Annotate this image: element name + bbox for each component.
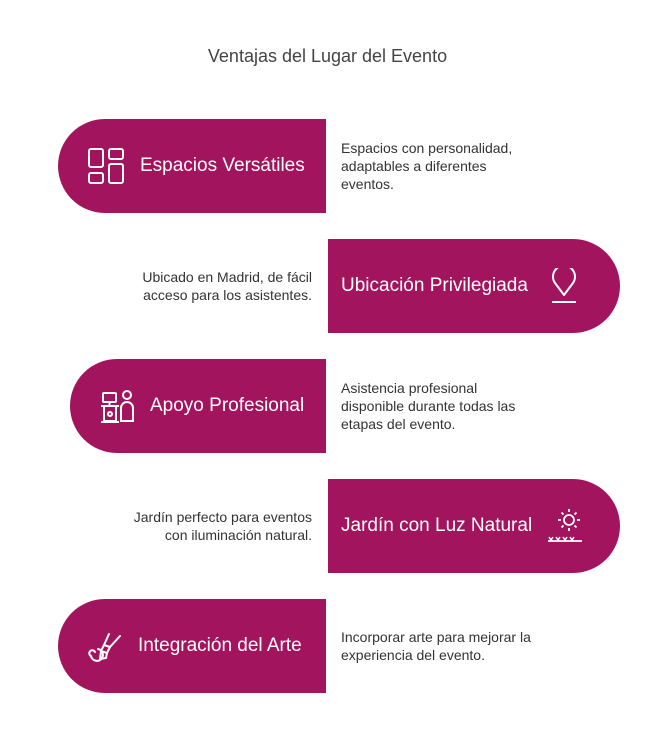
item-espacios-versatiles: Espacios Versátiles — [58, 119, 326, 213]
description-line: Jardín perfecto para eventos — [133, 509, 312, 525]
description-line: etapas del evento. — [341, 416, 456, 432]
sun-garden-icon — [547, 508, 583, 544]
map-pin-icon — [549, 268, 579, 304]
item-label: Integración del Arte — [138, 635, 302, 656]
description-line: eventos. — [341, 176, 394, 192]
item-description: Incorporar arte para mejorar la experien… — [341, 628, 531, 664]
paintbrush-icon — [87, 628, 125, 664]
item-description: Jardín perfecto para eventos con ilumina… — [134, 508, 312, 544]
description-line: Ubicado en Madrid, de fácil — [142, 269, 312, 285]
item-integracion-arte: Integración del Arte — [58, 599, 326, 693]
item-label: Apoyo Profesional — [150, 395, 305, 416]
diagram-title: Ventajas del Lugar del Evento — [207, 46, 448, 66]
item-label: Ubicación Privilegiada — [341, 275, 528, 296]
description-line: con iluminación natural. — [164, 527, 312, 543]
description-line: experiencia del evento. — [341, 647, 485, 663]
support-staff-icon — [100, 388, 136, 424]
item-apoyo-profesional: Apoyo Profesional — [70, 359, 326, 453]
item-ubicacion-privilegiada: Ubicación Privilegiada — [328, 239, 620, 333]
description-line: adaptables a diferentes — [341, 158, 487, 174]
description-line: disponible durante todas las — [341, 398, 516, 414]
description-line: Asistencia profesional — [341, 380, 478, 396]
item-description: Asistencia profesional disponible durant… — [341, 379, 515, 433]
description-line: acceso para los asistentes. — [143, 287, 312, 303]
item-description: Ubicado en Madrid, de fácil acceso para … — [142, 268, 312, 304]
item-jardin-luz-natural: Jardín con Luz Natural — [328, 479, 620, 573]
layout-grid-icon — [87, 147, 125, 185]
description-line: Espacios con personalidad, — [341, 140, 513, 156]
item-description: Espacios con personalidad, adaptables a … — [341, 139, 512, 193]
item-label: Jardín con Luz Natural — [341, 515, 533, 536]
item-label: Espacios Versátiles — [140, 155, 305, 176]
description-line: Incorporar arte para mejorar la — [341, 629, 531, 645]
